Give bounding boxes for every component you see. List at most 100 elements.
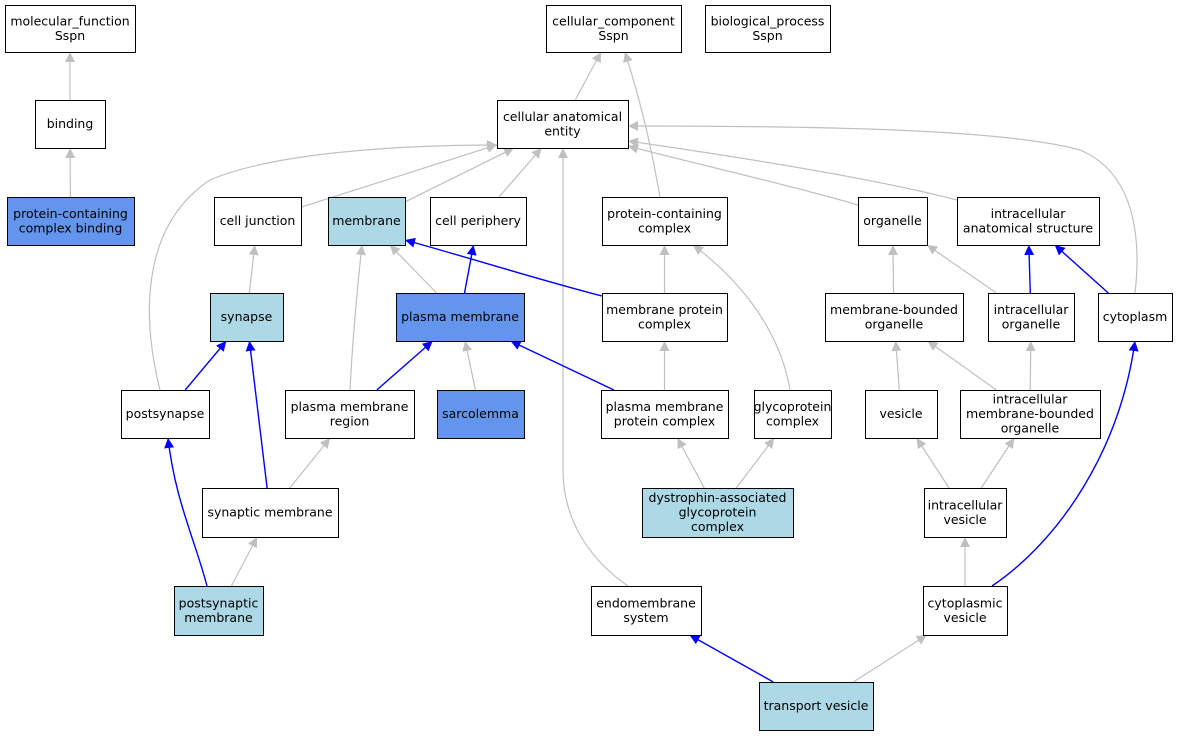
node-cell-junction[interactable]: cell junction: [214, 197, 302, 246]
node-label: dystrophin-associated: [649, 490, 787, 505]
node-label: intracellular: [993, 392, 1069, 407]
node-label: cytoplasmic: [928, 595, 1003, 610]
node-label: complex binding: [19, 220, 123, 235]
node-label: vesicle: [879, 406, 922, 421]
node-organelle[interactable]: organelle: [858, 197, 928, 246]
node-box: [602, 293, 728, 342]
node-synapse[interactable]: synapse: [210, 293, 284, 342]
node-label: plasma membrane: [291, 399, 409, 414]
node-box: [174, 586, 264, 636]
node-label: anatomical structure: [963, 220, 1093, 235]
edge-postsynaptic-membrane-to-postsynapse: [164, 437, 208, 587]
node-box: [202, 488, 339, 538]
edge-intracellular-vesicle-to-intracellular-membrane-bounded-organelle: [980, 437, 1015, 489]
node-box: [642, 488, 794, 538]
node-label: complex: [638, 316, 691, 331]
node-label: glycoprotein: [754, 399, 832, 414]
edge-cell-junction-to-cellular-anatomical-entity: [300, 143, 498, 208]
node-box: [957, 197, 1100, 246]
node-label: membrane: [184, 610, 253, 625]
edge-plasma-membrane-region-to-plasma-membrane: [376, 340, 434, 391]
node-label: membrane-bounded: [966, 406, 1094, 421]
node-label: system: [623, 610, 668, 625]
node-binding[interactable]: binding: [35, 100, 106, 149]
node-label: complex: [691, 519, 744, 534]
node-label: postsynapse: [126, 406, 205, 421]
edge-intracellular-membrane-bounded-organelle-to-membrane-bounded-organelle: [927, 340, 997, 391]
node-label: cell junction: [220, 213, 296, 228]
node-sarcolemma[interactable]: sarcolemma: [437, 390, 525, 439]
node-box: [210, 293, 284, 342]
edge-dystrophin-associated-glycoprotein-complex-to-glycoprotein-complex: [735, 437, 775, 489]
node-box: [430, 197, 527, 246]
node-box: [1098, 293, 1173, 342]
node-label: cellular anatomical: [503, 109, 622, 124]
node-cytoplasm[interactable]: cytoplasm: [1098, 293, 1173, 342]
node-box: [601, 390, 729, 439]
node-cell-periphery[interactable]: cell periphery: [430, 197, 527, 246]
edge-synaptic-membrane-to-plasma-membrane-region: [289, 437, 331, 489]
node-box: [924, 488, 1007, 538]
edge-organelle-to-cellular-anatomical-entity: [627, 143, 859, 206]
node-label: membrane: [332, 213, 401, 228]
node-label: organelle: [1002, 316, 1061, 331]
node-plasma-membrane[interactable]: plasma membrane: [396, 293, 525, 342]
node-label: organelle: [1001, 421, 1060, 436]
node-vesicle[interactable]: vesicle: [865, 390, 938, 439]
edge-plasma-membrane-region-to-membrane: [349, 244, 366, 391]
node-label: protein complex: [614, 413, 715, 428]
node-box: [759, 682, 874, 731]
edge-intracellular-membrane-bounded-organelle-to-intracellular-organelle: [1025, 340, 1036, 391]
node-membrane[interactable]: membrane: [328, 197, 406, 246]
edge-intracellular-organelle-to-organelle: [926, 244, 997, 294]
node-label: sarcolemma: [442, 406, 519, 421]
node-label: cell periphery: [435, 213, 521, 228]
edge-postsynaptic-membrane-to-synaptic-membrane: [230, 536, 258, 587]
node-transport-vesicle[interactable]: transport vesicle: [759, 682, 874, 731]
edge-cell-periphery-to-cellular-anatomical-entity: [498, 147, 543, 198]
node-label: entity: [544, 123, 581, 138]
node-postsynapse[interactable]: postsynapse: [121, 390, 210, 439]
node-label: protein-containing: [13, 206, 128, 221]
edges-layer: [65, 51, 1139, 683]
edge-plasma-membrane-to-cell-periphery: [463, 244, 477, 294]
node-label: intracellular: [994, 302, 1070, 317]
node-label: intracellular: [991, 206, 1067, 221]
node-box: [35, 100, 106, 149]
node-synaptic-membrane[interactable]: synaptic membrane: [202, 488, 339, 538]
node-label: synaptic membrane: [207, 505, 332, 520]
node-label: Sspn: [752, 28, 782, 43]
node-label: endomembrane: [596, 595, 696, 610]
node-label: vesicle: [943, 610, 986, 625]
node-label: biological_process: [711, 13, 825, 28]
node-label: cytoplasm: [1103, 309, 1168, 324]
edge-postsynapse-to-synapse: [184, 340, 227, 391]
edge-transport-vesicle-to-cytoplasmic-vesicle: [853, 634, 928, 683]
node-box: [602, 197, 728, 246]
node-box: [960, 390, 1101, 439]
node-box: [497, 100, 629, 149]
edge-cytoplasmic-vesicle-to-cytoplasm: [991, 340, 1139, 587]
node-label: Sspn: [55, 28, 85, 43]
node-box: [923, 586, 1008, 636]
node-box: [285, 390, 415, 439]
